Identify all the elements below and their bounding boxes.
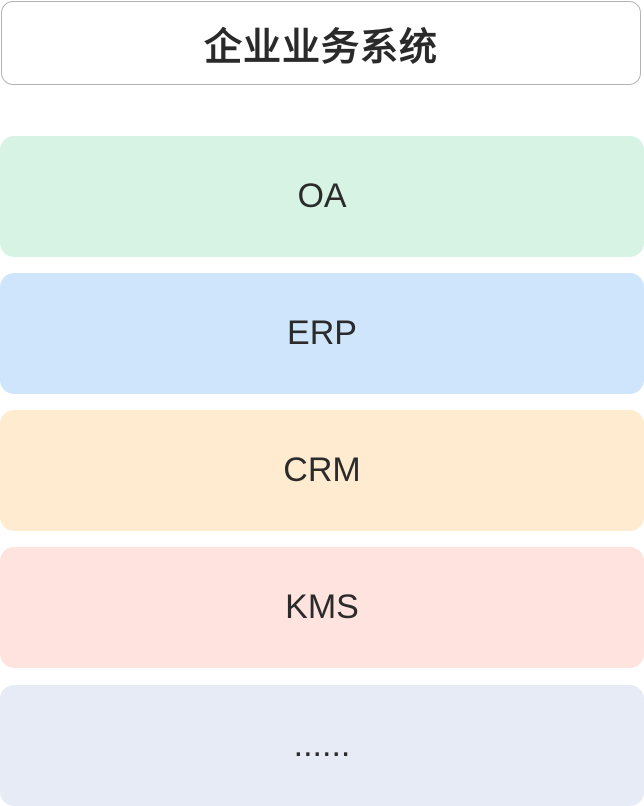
layer-label-erp: ERP [287, 314, 357, 352]
title-box: 企业业务系统 [1, 1, 641, 85]
layer-label-kms: KMS [285, 588, 359, 626]
layer-crm: CRM [0, 410, 644, 531]
layer-kms: KMS [0, 547, 644, 668]
layer-label-oa: OA [297, 177, 347, 215]
layer-label-more: ...... [293, 726, 351, 764]
diagram-title: 企业业务系统 [203, 24, 438, 69]
layer-oa: OA [0, 136, 644, 257]
layer-erp: ERP [0, 273, 644, 394]
layer-label-crm: CRM [283, 451, 361, 489]
layer-more: ...... [0, 685, 644, 806]
